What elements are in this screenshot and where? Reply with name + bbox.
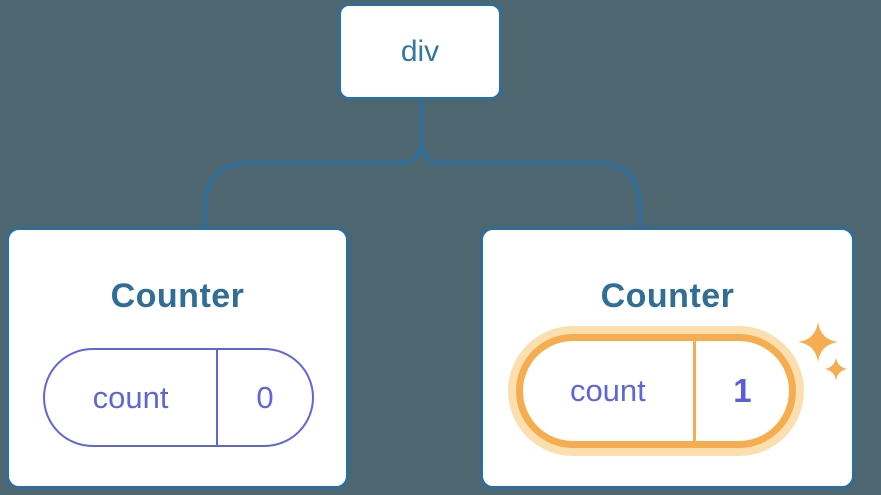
root-node-label: div: [400, 34, 440, 68]
root-node: div: [338, 3, 502, 100]
state-value: 1: [733, 372, 752, 409]
state-value: 0: [256, 379, 274, 415]
sparkle-icon-small: [824, 357, 848, 381]
connector-branch-right: [419, 98, 642, 229]
state-key: count: [523, 341, 696, 441]
counter-card-left: Counter count 0: [6, 227, 349, 489]
component-title: Counter: [110, 277, 245, 315]
state-pill: count 0: [43, 348, 314, 447]
connector-branch-left: [203, 98, 424, 229]
sparkle-icon-large: [798, 322, 838, 362]
component-title: Counter: [600, 277, 735, 315]
counter-card-right: Counter count 1: [480, 227, 855, 489]
state-pill-highlighted: count 1: [516, 334, 796, 448]
state-key: count: [45, 350, 219, 445]
